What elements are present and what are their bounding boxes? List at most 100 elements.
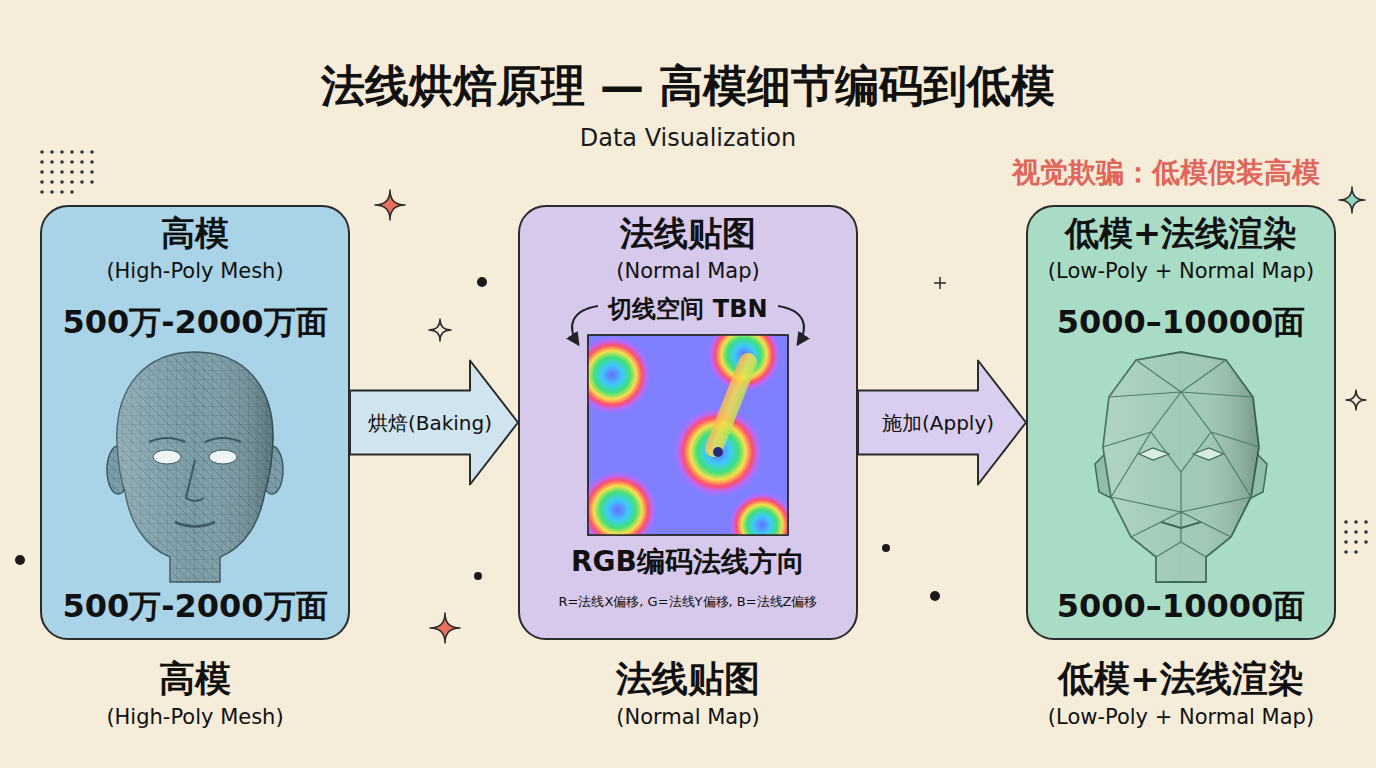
dot-grid-part: [50, 150, 54, 154]
dot-grid-part: [60, 160, 64, 164]
dot-grid-part: [70, 190, 74, 194]
text-slot: (High-Poly Mesh): [40, 259, 350, 284]
face-count: 5000–10000面: [1057, 303, 1305, 341]
caption-heading: 低模+法线渲染: [1058, 657, 1304, 700]
text-slot: 5000–10000面: [1026, 303, 1336, 341]
dot-grid-part: [80, 170, 84, 174]
callout-note: 视觉欺骗：低模假装高模: [1012, 156, 1320, 190]
dot-grid-part: [1344, 530, 1348, 534]
dot-grid-part: [70, 160, 74, 164]
text-slot: (Normal Map): [518, 259, 858, 284]
caption-subtitle: (Low-Poly + Normal Map): [1048, 705, 1314, 730]
dot-grid-part: [70, 170, 74, 174]
text-slot: 高模: [40, 657, 350, 700]
decor-dot-part: [930, 591, 940, 601]
dot-grid-part: [1344, 550, 1348, 554]
decor-dot-part: [882, 544, 890, 552]
title-slot: 法线烘焙原理 — 高模细节编码到低模: [0, 60, 1376, 113]
dot-grid-part: [1354, 540, 1358, 544]
caption-subtitle: (Normal Map): [616, 705, 759, 730]
caption-heading: 法线贴图: [616, 657, 760, 700]
dot-grid-part: [1354, 520, 1358, 524]
dot-grid-part: [70, 180, 74, 184]
arrow-label: 施加(Apply): [882, 411, 994, 435]
dot-grid-part: [40, 170, 44, 174]
text-slot: 5000–10000面: [1026, 587, 1336, 625]
sparkle: [375, 187, 1366, 643]
encoding-label: RGB编码法线方向: [571, 545, 805, 579]
edge-label-slot: 施加(Apply): [862, 411, 1014, 435]
dot-grid-part: [1344, 520, 1348, 524]
text-slot: R=法线X偏移, G=法线Y偏移, B=法线Z偏移: [518, 591, 858, 610]
face-count: 500万-2000万面: [62, 303, 327, 341]
dot-grid-part: [90, 180, 94, 184]
sparkle-part: [1339, 187, 1365, 213]
text-slot: 切线空间 TBN: [518, 295, 858, 324]
decor-dot-part: [474, 572, 482, 580]
dot-grid: [1344, 520, 1368, 554]
dot-grid-part: [70, 150, 74, 154]
face-count: 500万-2000万面: [62, 587, 327, 625]
dot-grid-part: [1354, 530, 1358, 534]
text-slot: 低模+法线渲染: [1026, 213, 1336, 254]
label-slot: 视觉欺骗：低模假装高模: [900, 156, 1320, 190]
decor-dot-part: [477, 277, 487, 287]
block-arrow: [350, 361, 518, 485]
dot-grid-part: [50, 160, 54, 164]
panel-subtitle: (Normal Map): [616, 259, 759, 284]
low-poly-panel: 低模+法线渲染 (Low-Poly + Normal Map) 5000–10000…: [1026, 205, 1336, 640]
arrow-label: 烘焙(Baking): [368, 411, 492, 435]
panel-heading: 法线贴图: [620, 213, 756, 254]
dot-grid-part: [50, 190, 54, 194]
panel-heading: 低模+法线渲染: [1065, 213, 1298, 254]
block-arrow: [858, 361, 1026, 485]
decor-dot-part: [15, 555, 25, 565]
dot-grid-part: [1354, 550, 1358, 554]
text-slot: (Normal Map): [518, 705, 858, 730]
text-slot: (Low-Poly + Normal Map): [1026, 705, 1336, 730]
text-slot: 法线贴图: [518, 213, 858, 254]
dot-grid-part: [90, 160, 94, 164]
dot-grid-part: [1344, 540, 1348, 544]
dot-grid-part: [60, 150, 64, 154]
sparkle-part: [375, 190, 405, 220]
caption-heading: 高模: [159, 657, 231, 700]
dot-grid-part: [40, 150, 44, 154]
dot-grid-part: [90, 150, 94, 154]
label-slot: Data Visualization: [0, 124, 1376, 153]
dot-grid-part: [1364, 530, 1368, 534]
dot-grid-part: [1364, 540, 1368, 544]
text-slot: (High-Poly Mesh): [40, 705, 350, 730]
text-slot: 法线贴图: [518, 657, 858, 700]
dot-grid-part: [80, 180, 84, 184]
dot-grid: [40, 150, 94, 194]
sparkle-part: [934, 277, 946, 289]
face-count: 5000–10000面: [1057, 587, 1305, 625]
text-slot: 高模: [40, 213, 350, 254]
high-poly-panel: 高模 (High-Poly Mesh) 500万-2000万面 500万-2000万面…: [40, 205, 350, 640]
text-slot: RGB编码法线方向: [518, 545, 858, 579]
title: 法线烘焙原理 — 高模细节编码到低模: [321, 60, 1056, 113]
normal-map-panel: 法线贴图 (Normal Map) 切线空间 TBN RGB编码法线方向 R=法线X偏移…: [518, 205, 858, 640]
dot-grid-part: [80, 150, 84, 154]
dot-grid-part: [60, 190, 64, 194]
dot-grid-part: [40, 190, 44, 194]
sparkle-part: [1346, 390, 1366, 410]
caption-subtitle: (High-Poly Mesh): [106, 705, 283, 730]
text-slot: (Low-Poly + Normal Map): [1026, 259, 1336, 284]
text-slot: 500万-2000万面: [40, 587, 350, 625]
sparkle-part: [430, 613, 460, 643]
dot-grid-part: [80, 160, 84, 164]
dot-grid-part: [60, 170, 64, 174]
dot-grid-part: [50, 170, 54, 174]
dot-grid-part: [40, 180, 44, 184]
dot-grid-part: [60, 180, 64, 184]
subtitle: Data Visualization: [580, 124, 797, 153]
edge-label-slot: 烘焙(Baking): [354, 411, 506, 435]
text-slot: 低模+法线渲染: [1026, 657, 1336, 700]
channel-note: R=法线X偏移, G=法线Y偏移, B=法线Z偏移: [559, 594, 818, 610]
panel-subtitle: (High-Poly Mesh): [106, 259, 283, 284]
dot-grid-part: [90, 170, 94, 174]
